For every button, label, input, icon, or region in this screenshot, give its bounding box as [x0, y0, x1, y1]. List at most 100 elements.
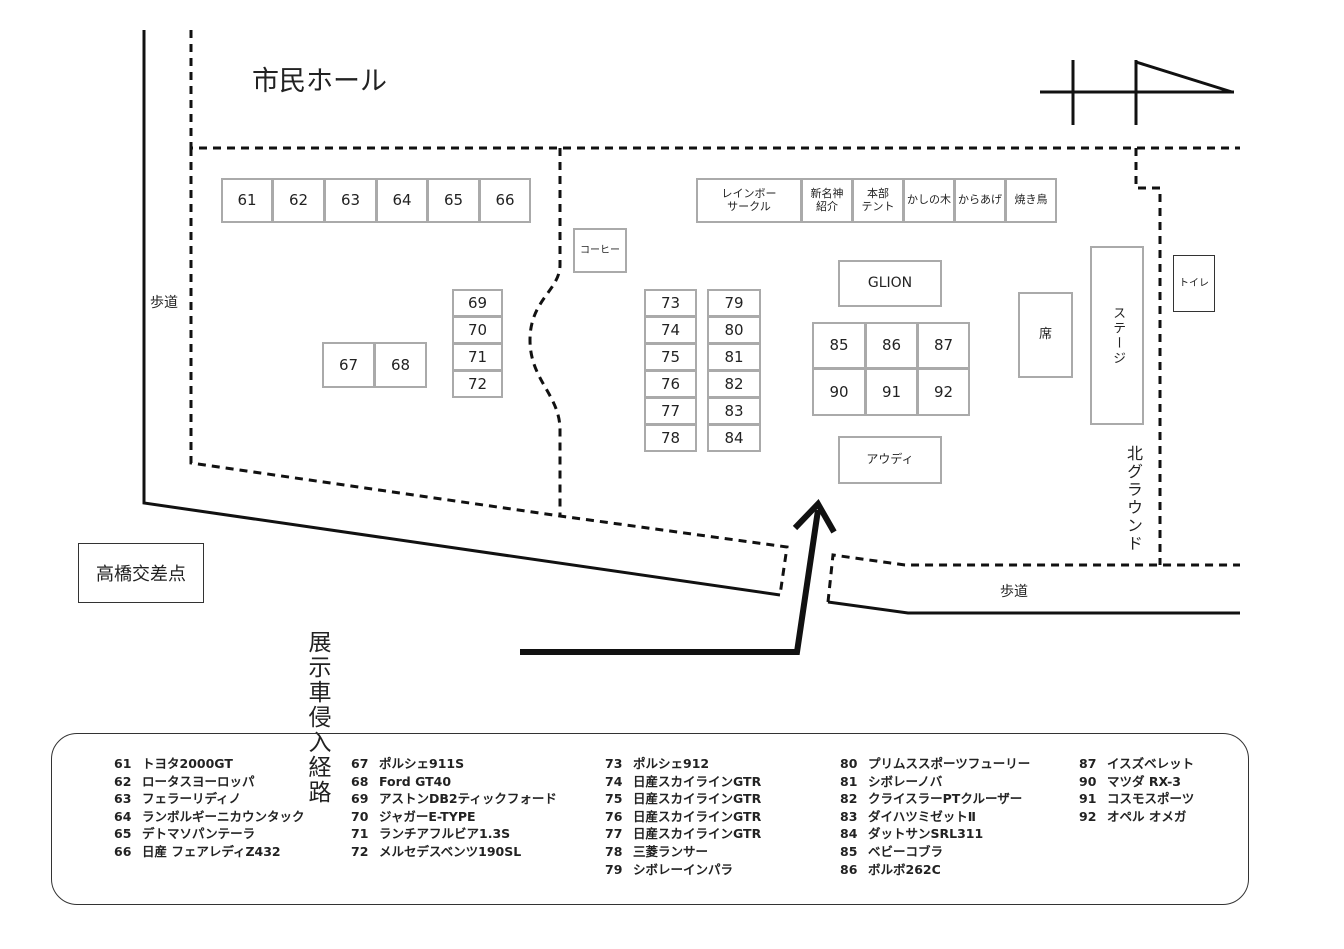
booth-77: 77: [644, 397, 697, 425]
legend-entry-73: 73 ポルシェ912: [605, 755, 761, 773]
legend-number: 92: [1079, 808, 1097, 824]
coffee-stall: コーヒー: [573, 228, 627, 273]
legend-number: 80: [840, 756, 858, 771]
stall-karaage: からあげ: [954, 178, 1006, 223]
booth-82: 82: [707, 370, 761, 398]
legend-car-name: ポルシェ911S: [379, 756, 465, 771]
booth-61: 61: [221, 178, 273, 223]
booth-62: 62: [272, 178, 325, 223]
road-edge-bottom: [827, 600, 1240, 615]
legend-car-name: 三菱ランサー: [633, 843, 709, 859]
legend-number: 63: [114, 791, 132, 807]
city-hall-label: 市民ホール: [252, 66, 387, 97]
booth-64: 64: [376, 178, 428, 223]
booth-90: 90: [812, 368, 866, 416]
legend-entry-85: 85 ベビーコブラ: [840, 843, 1030, 861]
legend-number: 90: [1079, 773, 1097, 789]
stall-kashinoki: かしの木: [903, 178, 955, 223]
road-edge-left: [142, 30, 781, 597]
booth-66: 66: [479, 178, 531, 223]
booth-75: 75: [644, 343, 697, 371]
legend-car-name: ランチアフルビア1.3S: [379, 826, 511, 842]
booth-91: 91: [865, 368, 918, 416]
legend-car-name: ジャガーE-TYPE: [379, 808, 476, 824]
stall-shinmeishin: 新名神 紹介: [801, 178, 853, 223]
legend-number: 71: [351, 826, 369, 842]
stage-area: ステージ: [1090, 246, 1144, 425]
route-label: 展示車侵入経路: [304, 630, 330, 805]
booth-87: 87: [917, 322, 970, 369]
legend-entry-71: 71 ランチアフルビア1.3S: [351, 825, 557, 843]
legend-number: 67: [351, 756, 369, 771]
stall-rainbow-circle: レインボー サークル: [696, 178, 802, 223]
booth-79: 79: [707, 289, 761, 317]
legend-entry-66: 66 日産 フェアレディZ432: [114, 843, 305, 861]
glion-booth: GLION: [838, 260, 942, 307]
legend-car-name: Ford GT40: [379, 773, 452, 789]
area-divider: [528, 148, 562, 516]
legend-car-name: イスズベレット: [1107, 756, 1195, 771]
legend-number: 73: [605, 756, 623, 771]
legend-car-name: ポルシェ912: [633, 756, 710, 771]
legend-car-name: ロータスヨーロッパ: [142, 773, 255, 789]
legend-car-name: ダイハツミゼットⅡ: [868, 808, 976, 824]
stall-honbu-tent: 本部 テント: [852, 178, 904, 223]
legend-number: 81: [840, 773, 858, 789]
booth-80: 80: [707, 316, 761, 344]
legend-number: 85: [840, 843, 858, 859]
legend-number: 74: [605, 773, 623, 789]
legend-entry-68: 68 Ford GT40: [351, 773, 557, 791]
booth-68: 68: [374, 342, 427, 388]
legend-number: 61: [114, 756, 132, 771]
booth-84: 84: [707, 424, 761, 452]
legend-car-name: プリムススポーツフューリー: [868, 756, 1031, 771]
legend-car-name: 日産 フェアレディZ432: [142, 843, 281, 859]
booth-81: 81: [707, 343, 761, 371]
booth-78: 78: [644, 424, 697, 452]
legend-number: 68: [351, 773, 369, 789]
toilet: トイレ: [1173, 255, 1215, 312]
venue-boundary-right: [1134, 148, 1162, 565]
legend-number: 66: [114, 843, 132, 859]
venue-boundary-bottom-right: [826, 553, 1240, 603]
route-arrow-icon: [520, 499, 837, 655]
booth-67: 67: [322, 342, 375, 388]
legend-number: 79: [605, 861, 623, 877]
legend-number: 77: [605, 826, 623, 842]
booth-70: 70: [452, 316, 503, 344]
legend-number: 82: [840, 791, 858, 807]
legend-car-name: ベビーコブラ: [868, 843, 944, 859]
legend-number: 78: [605, 843, 623, 859]
legend-number: 65: [114, 826, 132, 842]
legend-car-name: オペル オメガ: [1107, 808, 1187, 824]
legend-entry-80: 80 プリムススポーツフューリー: [840, 755, 1030, 773]
legend-car-name: コスモスポーツ: [1107, 791, 1195, 807]
legend-number: 86: [840, 861, 858, 877]
legend-car-name: 日産スカイラインGTR: [633, 791, 762, 807]
legend-car-name: シボレーインパラ: [633, 861, 734, 877]
north-ground-label: 北グラウンド: [1124, 445, 1143, 553]
